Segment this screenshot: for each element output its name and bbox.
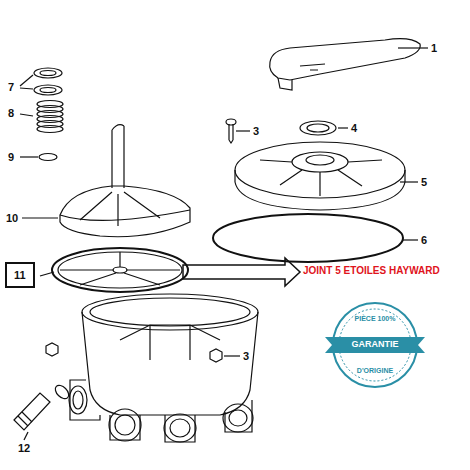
stamp-text: D'ORIGINE (357, 367, 393, 374)
stamp-text: PIÈCE 100% (355, 315, 396, 322)
callout-number: 7 (8, 82, 14, 93)
spring (20, 101, 63, 133)
washer (300, 121, 348, 135)
callout-number: 6 (421, 235, 427, 246)
valve-cover (235, 142, 418, 210)
nuts (46, 343, 240, 362)
callout-number: 9 (8, 152, 14, 163)
star-gasket (40, 248, 188, 292)
pointer-arrow (183, 258, 300, 286)
callout-number: 4 (351, 123, 357, 134)
callout-number: 3 (253, 126, 259, 137)
callout-number: 8 (8, 108, 14, 119)
sight-glass (14, 383, 71, 440)
callout-box: 11 (5, 262, 35, 288)
callout-number: 10 (6, 213, 18, 224)
stamp-ribbon-text: GARANTIE (352, 340, 399, 349)
callout-number: 11 (14, 269, 26, 281)
valve-body (69, 294, 258, 442)
callout-number: 12 (18, 443, 30, 454)
washer-rings (20, 68, 62, 95)
o-ring-small (20, 154, 57, 161)
handle (270, 39, 428, 90)
guarantee-stamp: PIÈCE 100% GARANTIE D'ORIGINE (335, 305, 415, 385)
callout-number: 1 (431, 43, 437, 54)
callout-number: 3 (243, 351, 249, 362)
part-caption: JOINT 5 ETOILES HAYWARD (303, 266, 440, 276)
callout-number: 5 (421, 177, 427, 188)
guarantee-stamp (325, 303, 425, 387)
screw (226, 119, 250, 143)
o-ring-large (213, 214, 418, 262)
diffuser (22, 125, 190, 237)
